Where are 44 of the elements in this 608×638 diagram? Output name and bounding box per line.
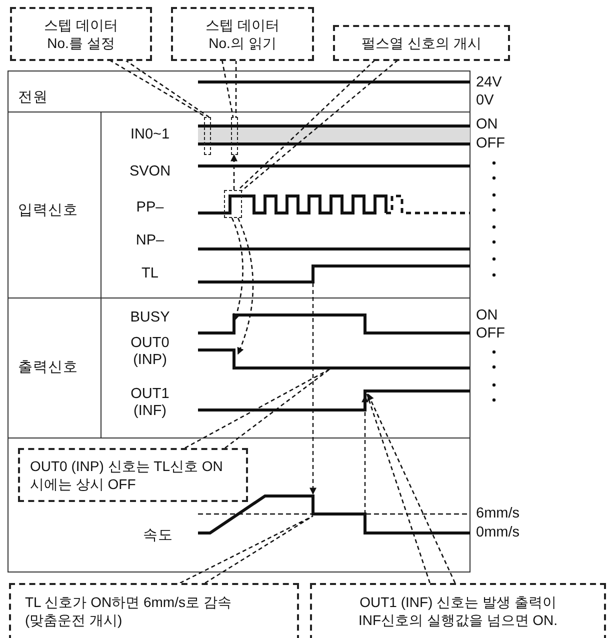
leader-line <box>221 59 237 118</box>
leader-line <box>237 59 399 192</box>
dashed-marker-box <box>231 117 238 155</box>
level-label: ON <box>476 308 498 324</box>
level-label: 0V <box>476 92 494 110</box>
signal-name: TL <box>142 266 158 282</box>
dashed-arrow <box>237 218 254 355</box>
leader-line <box>108 59 210 118</box>
signal-name: SVON <box>129 164 171 180</box>
row-header: 입력신호 <box>18 202 78 220</box>
dashed-arrow <box>366 393 456 584</box>
dashed-marker-box <box>204 117 211 155</box>
level-label: 24V <box>476 74 502 92</box>
signal-name: BUSY <box>130 310 170 326</box>
row-header: 출력신호 <box>18 360 78 376</box>
dashed-arrow <box>231 218 244 321</box>
callout-text: 펄스열 신호의 개시 <box>360 34 482 52</box>
level-label: 6mm/s <box>476 506 520 522</box>
signal-name: OUT1 (INF) <box>130 386 170 420</box>
level-label: ON <box>476 116 498 134</box>
callout-text: 스텝 데이터 No.를 설정 <box>43 16 119 52</box>
level-label: OFF <box>476 136 505 152</box>
callout-text: OUT0 (INP) 신호는 TL신호 ON 시에는 상시 OFF <box>30 457 224 493</box>
level-label: 0mm/s <box>476 524 520 542</box>
callout-box <box>9 583 299 638</box>
signal-name: NP– <box>136 232 164 250</box>
callout-text: TL 신호가 ON하면 6mm/s로 감속 (맞춤운전 개시) <box>25 593 232 629</box>
callout-box <box>10 7 152 61</box>
leader-line <box>179 515 314 584</box>
row-header: 전원 <box>18 90 48 106</box>
callout-box <box>18 448 248 502</box>
callout-text: 스텝 데이터 No.의 읽기 <box>204 16 280 52</box>
callout-box <box>171 7 314 61</box>
callout-text: OUT1 (INF) 신호는 발생 출력이 INF신호의 실행값을 넘으면 ON. <box>357 593 559 629</box>
signal-name: OUT0 (INP) <box>130 335 170 369</box>
callout-box <box>310 583 606 638</box>
level-label: OFF <box>476 326 505 342</box>
leader-line <box>184 368 331 449</box>
signal-name: PP– <box>136 200 164 216</box>
dashed-arrow <box>230 154 238 190</box>
callout-box <box>333 25 510 61</box>
dashed-marker-box <box>224 190 242 218</box>
row-header: 속도 <box>143 528 173 544</box>
signal-name: IN0~1 <box>130 126 170 144</box>
